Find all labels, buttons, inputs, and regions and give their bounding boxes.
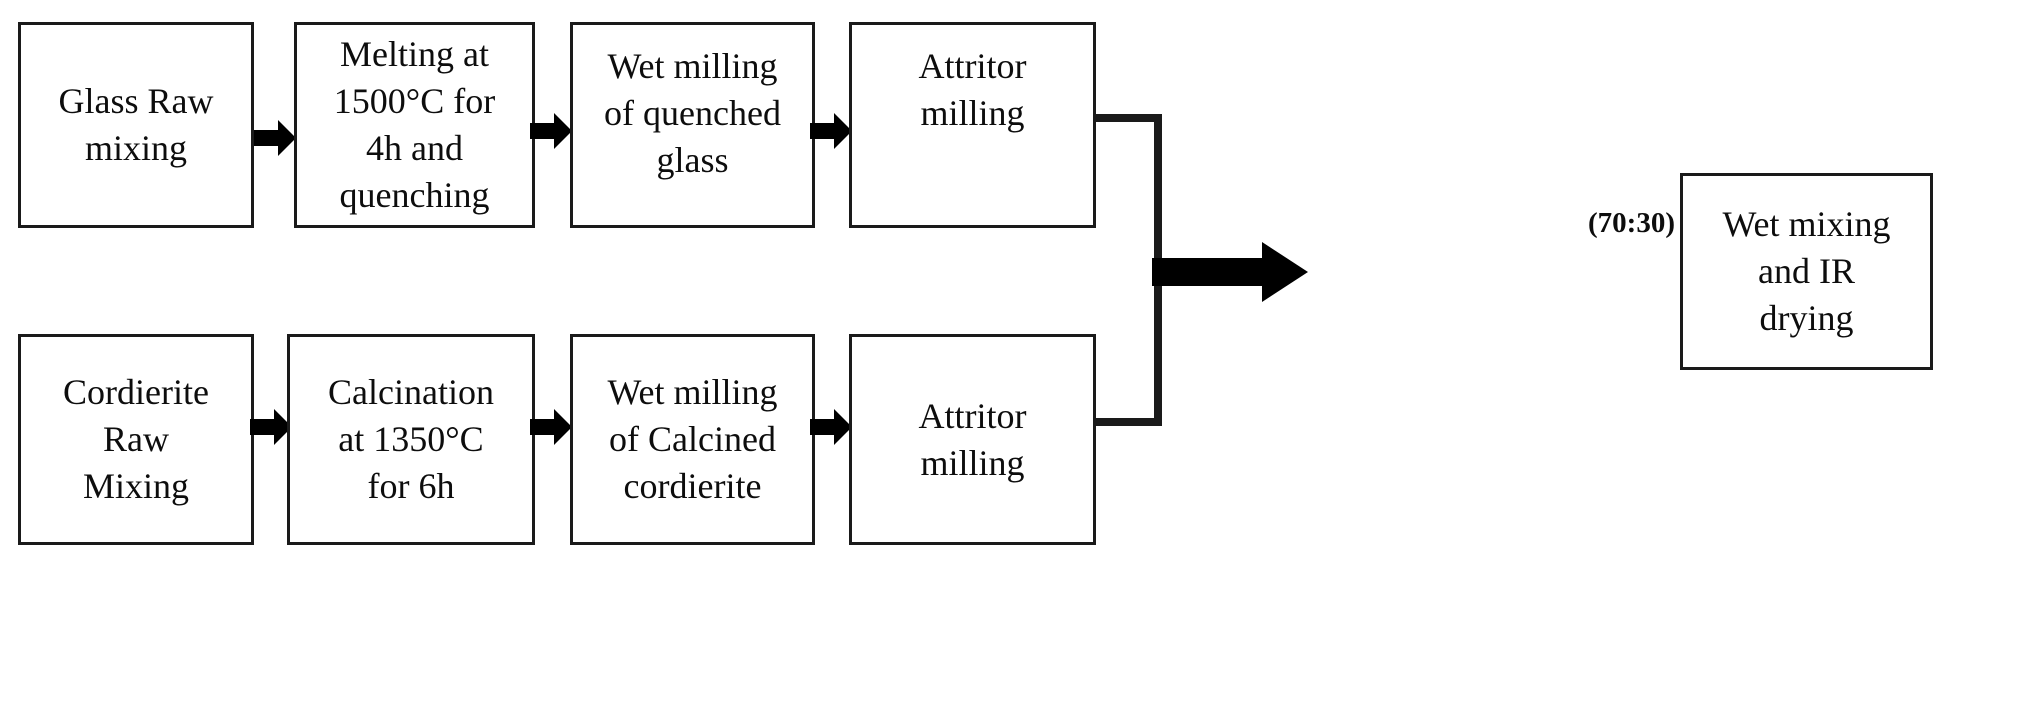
- node-label: Attritor milling: [918, 46, 1027, 133]
- arrow-merge-to-wet-mixing: [1152, 240, 1308, 304]
- node-label: Wet milling of Calcined cordierite: [607, 372, 778, 506]
- node-label: Wet mixing and IR drying: [1722, 204, 1891, 338]
- node-calcination[interactable]: Calcination at 1350°C for 6h: [287, 334, 535, 545]
- node-label: Melting at 1500°C for 4h and quenching: [333, 34, 496, 215]
- arrow-cordierite-raw-to-calcination: [250, 406, 292, 448]
- node-wet-mixing-ir-drying[interactable]: Wet mixing and IR drying: [1680, 173, 1933, 370]
- node-label: Cordierite Raw Mixing: [63, 372, 209, 506]
- node-label: Calcination at 1350°C for 6h: [328, 372, 494, 506]
- arrow-glass-raw-to-melting: [254, 117, 296, 159]
- arrow-wet-milling-glass-to-attritor: [810, 110, 852, 152]
- node-glass-raw-mixing[interactable]: Glass Raw mixing: [18, 22, 254, 228]
- mixing-ratio-label: (70:30): [1588, 207, 1675, 239]
- node-cordierite-raw-mixing[interactable]: Cordierite Raw Mixing: [18, 334, 254, 545]
- arrow-calcination-to-wet-milling-cordierite: [530, 406, 572, 448]
- node-attritor-milling-glass[interactable]: Attritor milling: [849, 22, 1096, 228]
- arrow-melting-to-wet-milling-glass: [530, 110, 572, 152]
- arrow-wet-milling-cordierite-to-attritor: [810, 406, 852, 448]
- node-label: Attritor milling: [918, 395, 1027, 483]
- node-melting[interactable]: Melting at 1500°C for 4h and quenching: [294, 22, 535, 228]
- node-attritor-milling-cordierite[interactable]: Attritor milling: [849, 334, 1096, 545]
- node-label: Glass Raw mixing: [58, 81, 214, 168]
- node-wet-milling-calcined-cordierite[interactable]: Wet milling of Calcined cordierite: [570, 334, 815, 545]
- node-wet-milling-quenched-glass[interactable]: Wet milling of quenched glass: [570, 22, 815, 228]
- node-label: Wet milling of quenched glass: [604, 46, 781, 180]
